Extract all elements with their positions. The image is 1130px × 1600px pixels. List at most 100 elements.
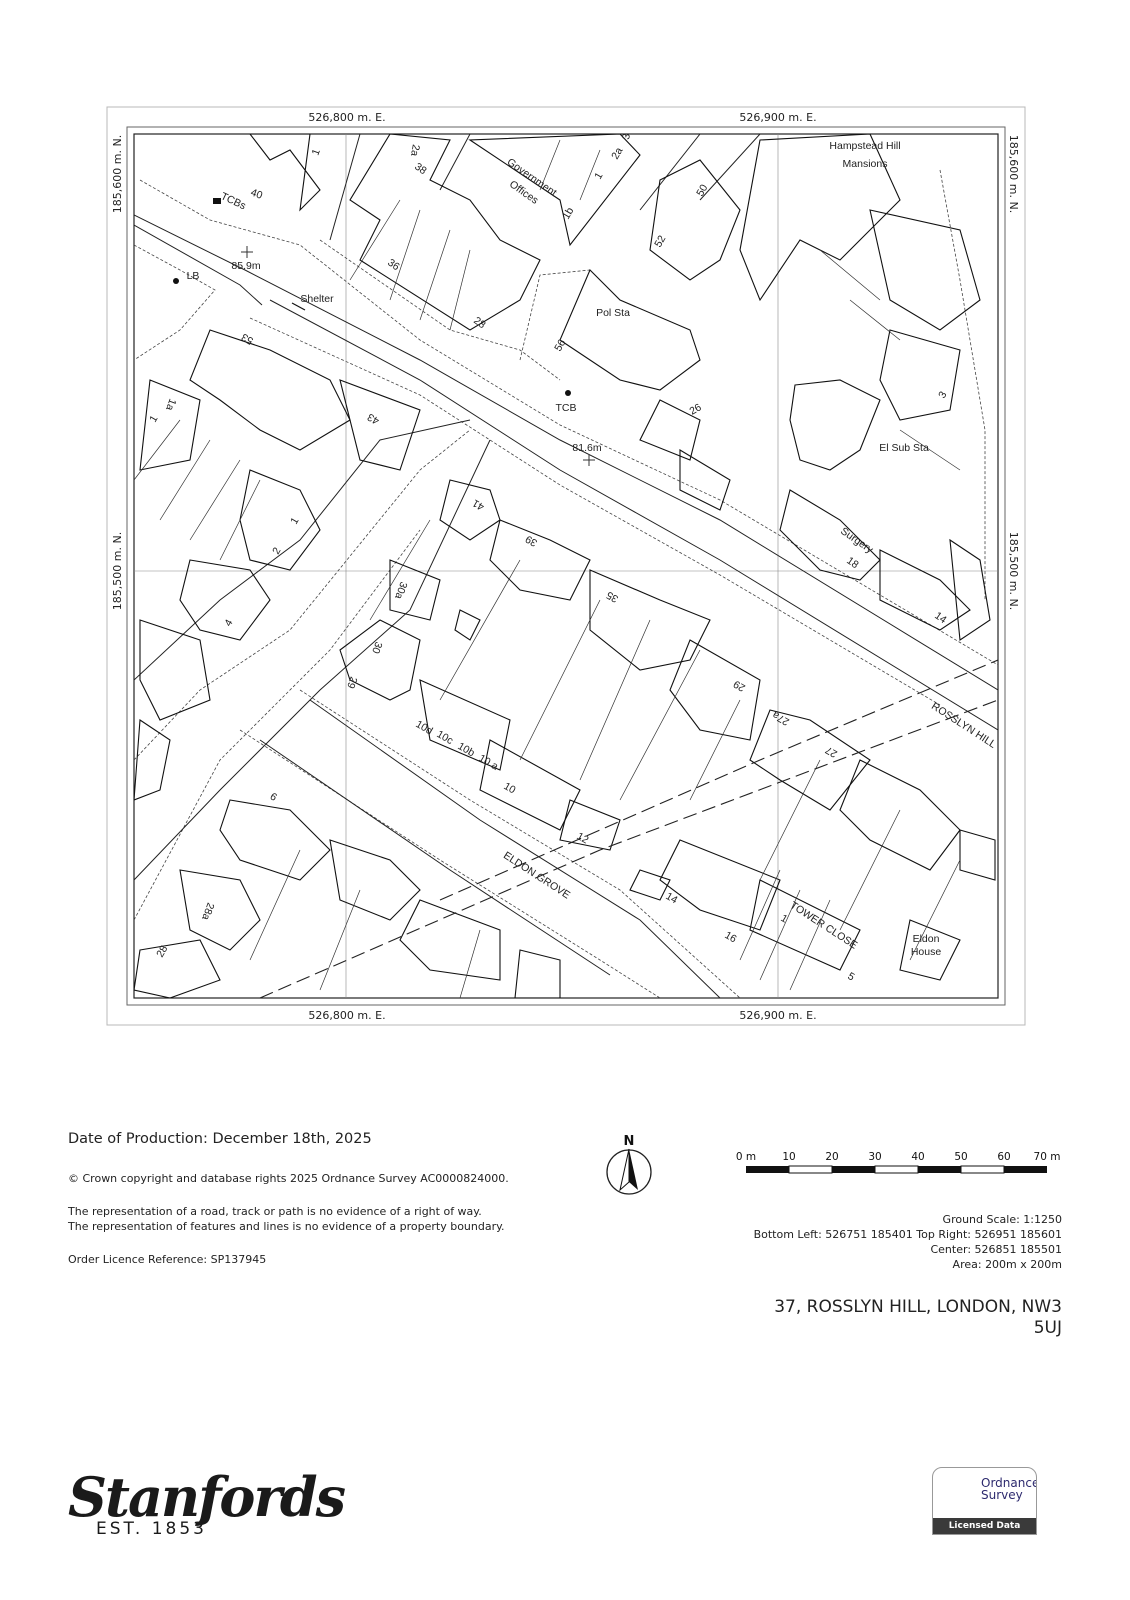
num-53: 53 — [239, 330, 255, 346]
num-10b: 10b — [456, 740, 477, 759]
grid-label-left-top-n: 185,600 m. N. — [111, 135, 124, 213]
lb-point — [173, 278, 179, 284]
label-hampstead1: Hampstead Hill — [829, 140, 900, 152]
property-lines — [134, 139, 961, 998]
num-56: 56 — [552, 337, 568, 353]
num-38: 38 — [412, 161, 429, 178]
scale-tick-1: 10 — [782, 1151, 795, 1163]
map-body: Hampstead Hill Mansions Government Offic… — [134, 127, 998, 998]
label-rosslyn-hill: ROSSLYN HILL — [929, 700, 998, 751]
num-1a: 1a — [163, 397, 178, 412]
scale-tick-5: 50 — [954, 1151, 967, 1163]
num-43: 43 — [365, 410, 381, 426]
label-tcb: TCB — [556, 402, 577, 414]
num-5: 5 — [846, 970, 857, 983]
num-39: 39 — [523, 532, 539, 548]
num-10a: 10 a — [477, 752, 501, 773]
num-35: 35 — [604, 588, 620, 604]
num-30: 30 — [369, 640, 384, 655]
grid-label-left-mid-n: 185,500 m. N. — [111, 532, 124, 610]
boundary-lines — [259, 659, 998, 998]
rosslyn-hill-road — [134, 214, 998, 731]
spot-height-2 — [583, 454, 595, 466]
grid-label-right-top-n: 185,600 m. N. — [1007, 135, 1020, 213]
shelter-symbol — [291, 302, 306, 311]
label-el-sub-sta: El Sub Sta — [879, 442, 929, 454]
house-numbers: 2a 3a 1 40 38 36 28 1b 2a 1 50 52 56 26 … — [147, 127, 949, 984]
num-52: 52 — [652, 233, 668, 249]
scale-tick-0: 0 m — [736, 1151, 756, 1163]
num-3a: 3a — [620, 127, 634, 141]
map-outer-frame — [106, 106, 1026, 1026]
os-licensed-band: Licensed Data — [933, 1518, 1036, 1534]
num-9: 9 — [268, 789, 279, 802]
map-labels: Hampstead Hill Mansions Government Offic… — [187, 140, 998, 958]
road-disclaimer: The representation of a road, track or p… — [68, 1205, 482, 1218]
scale-tick-7: 70 m — [1034, 1151, 1061, 1163]
map-neatline — [133, 133, 999, 999]
buildings — [134, 134, 996, 998]
grid-label-top-left-e: 526,800 m. E. — [308, 111, 385, 124]
num-1-c: 1 — [592, 170, 605, 181]
boundary-disclaimer: The representation of features and lines… — [68, 1220, 505, 1233]
num-36: 36 — [385, 257, 402, 274]
os-name-line-1: Ordnance — [981, 1476, 1037, 1490]
label-eldon: Eldon — [913, 933, 940, 945]
north-arrow-icon: N — [606, 1134, 652, 1195]
num-10: 10 — [502, 780, 518, 796]
scale-tick-4: 40 — [911, 1151, 924, 1163]
num-29: 29 — [344, 675, 359, 690]
num-29-b: 29 — [731, 677, 747, 693]
licence-reference: Order Licence Reference: SP137945 — [68, 1253, 267, 1266]
num-28: 28 — [471, 315, 488, 332]
center-coordinates: Center: 526851 185501 — [930, 1243, 1062, 1256]
label-spot1: 85.9m — [231, 260, 260, 272]
num-1-e: 1 — [288, 515, 301, 526]
num-27a: 27a — [770, 709, 791, 728]
label-tcbs: TCBs — [219, 190, 248, 212]
num-10d: 10d — [414, 718, 435, 737]
num-1b: 1b — [560, 205, 576, 221]
num-12: 12 — [575, 830, 591, 846]
point-features — [173, 198, 595, 466]
num-1-d: 1 — [147, 413, 160, 424]
production-date: Date of Production: December 18th, 2025 — [68, 1131, 372, 1147]
label-shelter: Shelter — [300, 293, 334, 305]
num-14-b: 14 — [664, 890, 680, 906]
tcbs-point — [213, 198, 221, 204]
num-3: 3 — [936, 389, 949, 400]
num-28-b: 28 — [154, 943, 170, 959]
label-pol-sta: Pol Sta — [596, 307, 630, 319]
scale-tick-6: 60 — [997, 1151, 1010, 1163]
num-2-b: 2 — [270, 545, 283, 556]
pavement-lines — [134, 169, 998, 998]
num-16: 16 — [723, 929, 739, 945]
corner-coordinates: Bottom Left: 526751 185401 Top Right: 52… — [753, 1228, 1062, 1241]
map-area: Area: 200m x 200m — [952, 1258, 1062, 1271]
num-2a-b: 2a — [609, 145, 625, 161]
num-28a: 28a — [199, 901, 216, 922]
num-30a: 30a — [392, 580, 409, 601]
grid-lines — [134, 134, 998, 998]
label-hampstead2: Mansions — [843, 158, 888, 170]
ground-scale: Ground Scale: 1:1250 — [942, 1213, 1062, 1226]
num-50: 50 — [694, 182, 710, 198]
copyright-notice: © Crown copyright and database rights 20… — [68, 1172, 509, 1185]
label-surgery: Surgery — [838, 525, 876, 556]
num-27: 27 — [823, 743, 839, 759]
label-spot2: 81.6m — [572, 442, 601, 454]
scale-tick-3: 30 — [868, 1151, 881, 1163]
num-1: 1 — [310, 147, 323, 157]
num-10c: 10c — [435, 728, 456, 747]
num-18: 18 — [844, 555, 861, 572]
num-40: 40 — [249, 187, 264, 202]
ordnance-survey-logo: Ordnance Survey Licensed Data — [932, 1467, 1037, 1535]
scale-bar: 0 m 10 20 30 40 50 60 70 m — [736, 1151, 1061, 1174]
os-name: Ordnance Survey — [981, 1476, 1037, 1501]
num-41: 41 — [470, 496, 486, 512]
grid-label-bottom-left-e: 526,800 m. E. — [308, 1009, 385, 1022]
label-tower-close: TOWER CLOSE — [788, 899, 859, 951]
num-2a: 2a — [408, 143, 422, 157]
stanfords-logo: Stanfords — [68, 1465, 346, 1529]
